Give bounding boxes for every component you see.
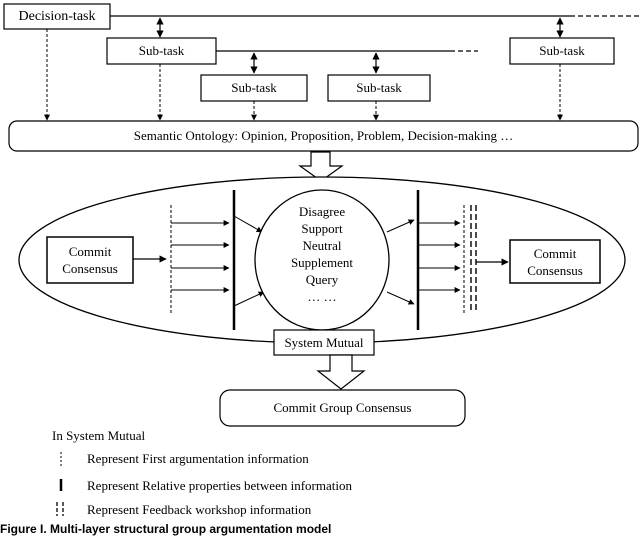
commit-consensus-right-line-1: Commit — [533, 245, 577, 261]
argument-type-query: Query — [305, 272, 339, 287]
argument-type-supplement: Supplement — [290, 255, 354, 270]
commit-group-consensus-box — [219, 389, 466, 427]
commit-consensus-right-box — [509, 239, 601, 284]
sub-task-1-label: Sub-task — [138, 43, 185, 58]
sub-task-2-label: Sub-task — [231, 80, 277, 95]
argument-type-ellipsis: … … — [307, 289, 337, 304]
arrow-bar-to-circle-2 — [233, 291, 265, 307]
sub-task-3-label: Sub-task — [356, 80, 402, 95]
commit-consensus-left-label: Commit Consensus — [47, 237, 133, 283]
legend-item-first-argumentation: Represent First argumentation informatio… — [87, 451, 309, 466]
commit-consensus-right-label: Commit Consensus — [510, 240, 600, 283]
semantic-ontology-box — [8, 120, 639, 152]
block-arrow-system-to-group — [316, 354, 366, 390]
argument-type-neutral: Neutral — [302, 238, 342, 253]
decision-task-box — [3, 3, 111, 30]
commit-group-consensus-label: Commit Group Consensus — [273, 400, 412, 415]
argument-types-list: Disagree Support Neutral Supplement Quer… — [260, 202, 384, 306]
sub-task-box-3 — [327, 74, 431, 102]
arrow-circle-to-bar-2 — [386, 291, 415, 305]
commit-consensus-right-line-2: Consensus — [527, 262, 583, 278]
argument-type-support: Support — [301, 221, 343, 236]
argument-type-disagree: Disagree — [298, 204, 346, 219]
arrow-circle-to-bar-1 — [386, 219, 415, 233]
decision-task-label: Decision-task — [18, 8, 96, 24]
figure-caption: Figure I. Multi-layer structural group a… — [0, 522, 332, 536]
block-arrow-ontology-to-system — [298, 151, 344, 182]
legend-item-relative-properties: Represent Relative properties between in… — [87, 478, 352, 493]
commit-consensus-left-box — [46, 236, 134, 284]
sub-task-box-4 — [509, 37, 615, 65]
sub-task-4-label: Sub-task — [539, 43, 585, 58]
system-mutual-box — [273, 329, 375, 356]
sub-task-box-1 — [106, 37, 217, 65]
arrow-bar-to-circle-1 — [233, 215, 263, 233]
legend-title: In System Mutual — [52, 428, 146, 443]
commit-consensus-left-line-1: Commit — [68, 244, 112, 259]
semantic-ontology-label: Semantic Ontology: Opinion, Proposition,… — [133, 128, 514, 143]
legend-item-feedback-workshop: Represent Feedback workshop information — [87, 502, 312, 517]
system-mutual-label: System Mutual — [284, 334, 364, 350]
commit-consensus-left-line-2: Consensus — [62, 261, 118, 276]
